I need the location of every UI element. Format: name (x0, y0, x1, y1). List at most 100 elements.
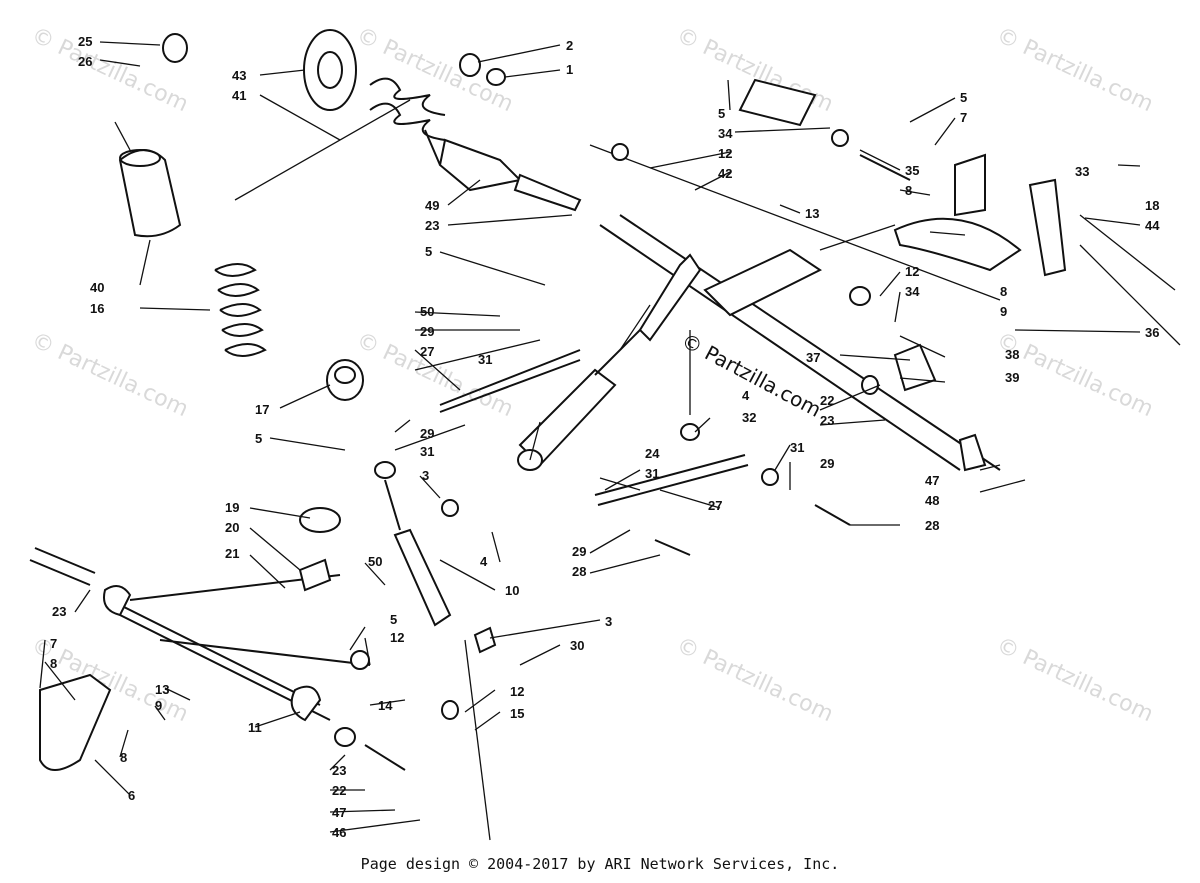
callout-number: 43 (232, 68, 246, 83)
callout-number: 8 (50, 656, 57, 671)
callout-number: 29 (420, 324, 434, 339)
watermark: © Partzilla.com (352, 328, 516, 422)
callout-number: 10 (505, 583, 519, 598)
callout-number: 29 (820, 456, 834, 471)
front-shock (374, 461, 452, 627)
callout-number: 29 (420, 426, 434, 441)
callout-number: 48 (925, 493, 939, 508)
callout-number: 23 (425, 218, 439, 233)
callout-number: 31 (420, 444, 434, 459)
callout-number: 23 (820, 413, 834, 428)
callout-number: 36 (1145, 325, 1159, 340)
front-arm (29, 547, 371, 771)
spacer-tube (438, 138, 582, 212)
watermark: © Partzilla.com (992, 23, 1156, 117)
center-brand: © Partzilla.com (678, 328, 826, 422)
copyright-footer: Page design © 2004-2017 by ARI Network S… (360, 855, 840, 873)
callout-number: 7 (50, 636, 57, 651)
callout-number: 27 (708, 498, 722, 513)
callout-number: 47 (332, 805, 346, 820)
callout-number: 12 (390, 630, 404, 645)
shock-cap (326, 359, 364, 401)
callout-number: 22 (820, 393, 834, 408)
callout-number: 33 (1075, 164, 1089, 179)
callout-number: 5 (390, 612, 397, 627)
callout-number: 8 (1000, 284, 1007, 299)
callout-number: 32 (742, 410, 756, 425)
callout-number: 14 (378, 698, 393, 713)
callout-number: 28 (925, 518, 939, 533)
shock-boot (114, 121, 182, 238)
hardware (298, 129, 911, 771)
callout-number: 11 (248, 720, 262, 735)
callout-number: 31 (645, 466, 659, 481)
callout-number: 23 (52, 604, 66, 619)
callout-number: 8 (120, 750, 127, 765)
callout-number: 28 (572, 564, 586, 579)
link-arms (439, 349, 749, 506)
idler-wheel (162, 29, 506, 111)
callout-number: 30 (570, 638, 584, 653)
callout-number: 49 (425, 198, 439, 213)
callout-number: 31 (790, 440, 804, 455)
callout-number: 26 (78, 54, 92, 69)
callout-number: 5 (425, 244, 432, 259)
axles (234, 99, 1181, 471)
callout-number: 6 (128, 788, 135, 803)
callout-number: 39 (1005, 370, 1019, 385)
callout-number: 3 (605, 614, 612, 629)
callout-number: 20 (225, 520, 239, 535)
callout-number: 3 (422, 468, 429, 483)
callout-number: 4 (742, 388, 750, 403)
callout-number: 2 (566, 38, 573, 53)
callout-number: 4 (480, 554, 488, 569)
callout-number: 15 (510, 706, 524, 721)
callout-number: 12 (905, 264, 919, 279)
callout-number: 19 (225, 500, 239, 515)
callout-number: 38 (1005, 347, 1019, 362)
callout-number: 12 (718, 146, 732, 161)
callout-number: 13 (805, 206, 819, 221)
callout-number: 22 (332, 783, 346, 798)
callout-number: 9 (1000, 304, 1007, 319)
callout-number: 34 (718, 126, 733, 141)
callout-number: 37 (806, 350, 820, 365)
callout-number: 25 (78, 34, 92, 49)
callout-number: 21 (225, 546, 239, 561)
callout-number: 5 (255, 431, 262, 446)
callout-number: 5 (718, 106, 725, 121)
callouts: 25 26 43 41 2 1 5 34 12 42 35 5 7 8 13 3… (50, 34, 1160, 840)
callout-number: 8 (905, 183, 912, 198)
callout-number: 44 (1145, 218, 1160, 233)
assembly-arrows (464, 224, 896, 841)
callout-number: 18 (1145, 198, 1159, 213)
callout-number: 27 (420, 344, 434, 359)
callout-number: 24 (645, 446, 660, 461)
callout-number: 50 (368, 554, 382, 569)
callout-number: 7 (960, 110, 967, 125)
callout-number: 17 (255, 402, 269, 417)
callout-number: 16 (90, 301, 104, 316)
callout-number: 9 (155, 698, 162, 713)
coil-spring (214, 263, 267, 357)
callout-number: 50 (420, 304, 434, 319)
rear-arm (638, 78, 1067, 472)
watermark: © Partzilla.com (992, 633, 1156, 727)
watermark: © Partzilla.com (672, 633, 836, 727)
watermark: © Partzilla.com (27, 328, 191, 422)
callout-number: 42 (718, 166, 732, 181)
callout-number: 47 (925, 473, 939, 488)
leader-lines (39, 41, 1141, 833)
torsion-spring (369, 77, 446, 166)
callout-number: 40 (90, 280, 104, 295)
callout-number: 46 (332, 825, 346, 840)
callout-number: 5 (960, 90, 967, 105)
callout-number: 23 (332, 763, 346, 778)
callout-number: 29 (572, 544, 586, 559)
callout-number: 34 (905, 284, 920, 299)
callout-number: 12 (510, 684, 524, 699)
callout-number: 35 (905, 163, 919, 178)
callout-number: 31 (478, 352, 492, 367)
callout-number: 41 (232, 88, 246, 103)
